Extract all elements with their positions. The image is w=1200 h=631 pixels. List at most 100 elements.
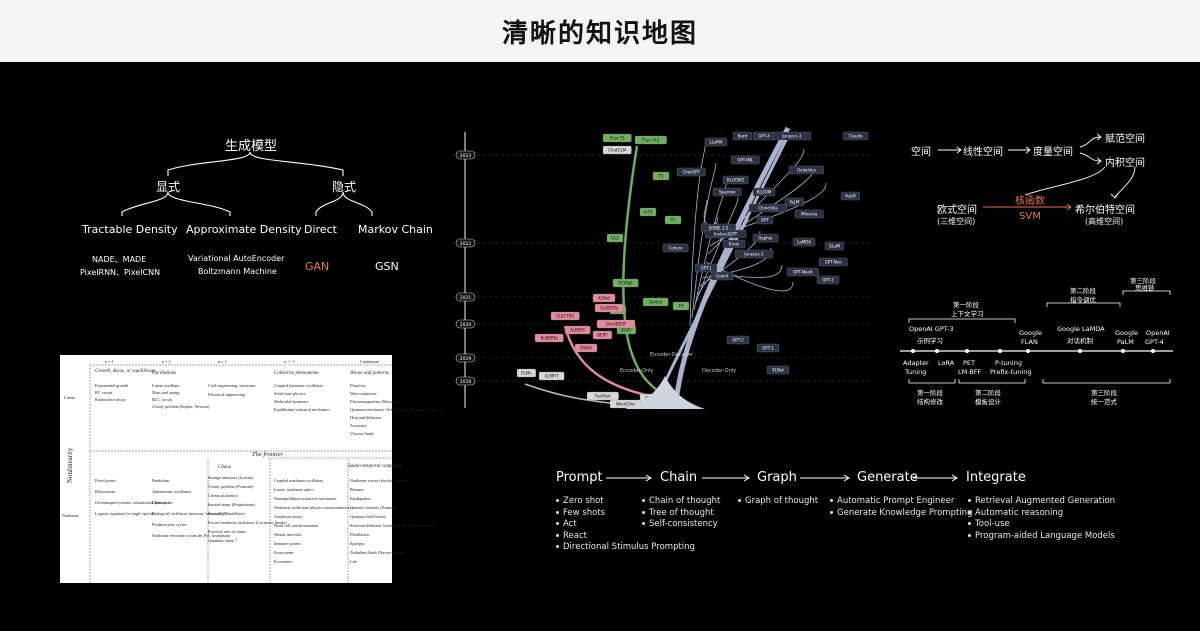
model-box-blue (676, 167, 706, 177)
bullet-icon (968, 522, 971, 525)
inner-space-label: 内积空间 (1105, 158, 1145, 169)
decoder-only-label: Decoder-Only (702, 368, 736, 374)
model-box-pink-label: XLNet (598, 296, 610, 301)
chain-item: Tree of thought (642, 508, 714, 518)
model-box-blue (818, 257, 848, 267)
tl-lora: LoRA (938, 359, 955, 367)
model-box-blue-label: PaLM (845, 194, 856, 199)
model-box-blue (694, 263, 718, 273)
tl-stage2-top-a: 第二阶段 (1070, 287, 1096, 295)
model-box-blue-label: ChatGPT (683, 170, 701, 175)
model-box-grey-label: FastText (595, 394, 612, 399)
model-box-grey-label: Word2Vec (616, 402, 636, 407)
model-box-blue (752, 187, 776, 197)
table-cell: Pendulum (152, 478, 169, 483)
model-box-blue (816, 275, 840, 285)
table-cell: Fixed points (95, 478, 116, 483)
tree-svg: 202320222021202020192018Encoder-OnlyEnco… (455, 126, 870, 409)
chain-item: Chain of thought (642, 496, 720, 506)
model-box-grey-label: ChatGLM (608, 148, 627, 153)
year-label: 2018 (460, 379, 472, 385)
encoder-decoder-branch (622, 145, 666, 398)
column-header: n >> 1 (284, 359, 296, 364)
model-box-pink-label: ERNIE (580, 346, 592, 351)
prompt-item: Few shots (556, 508, 605, 518)
table-cell: Iterated maps (Feigenbaum) (208, 502, 256, 507)
table-cell: RLC circuit (152, 397, 172, 402)
prompt-item-label: Directional Stimulus Prompting (563, 542, 695, 552)
model-box-green (634, 135, 667, 145)
tl-stage3-bottom-a: 第三阶段 (1091, 389, 1117, 397)
tl-model-palm-b: PaLM (1117, 338, 1134, 346)
implicit-label: 隐式 (332, 180, 357, 194)
integrate-item-label: Retrieval Augmented Generation (975, 496, 1116, 506)
kernel-space-map: 空间 线性空间 度量空间 赋范空间 内积空间 欧式空间 (三维空间) 核函数 S… (905, 125, 1175, 235)
bullet-icon (642, 499, 645, 502)
chain-item-label: Self-consistency (649, 519, 718, 529)
model-box-blue (704, 137, 728, 147)
decoder-subbranch (689, 145, 706, 327)
tractable-example-2: PixelRNN、PixelCNN (80, 268, 161, 277)
model-box-grey (516, 368, 536, 378)
model-box-blue-label: GPT-4 (758, 134, 770, 139)
table-cell: Molecular dynamics (274, 399, 309, 404)
header-chaos: Chaos (218, 465, 231, 470)
generative-models-map: 生成模型 显式 隐式 Tractable Density Approximate… (60, 120, 433, 290)
table-cell: Equilibrium statistical mechanics (274, 407, 330, 412)
bullet-icon (556, 522, 559, 525)
table-cell: Coupled harmonic oscillators (274, 383, 324, 388)
model-box-blue (784, 197, 804, 207)
table-cell: Limit cycles (152, 500, 173, 505)
approx-example-2: Boltzmann Machine (198, 267, 277, 276)
model-box-green-label: Switch (649, 300, 663, 305)
integrate-item: Automatic reasoning (968, 508, 1063, 518)
model-box-blue-label: YaLM (788, 200, 800, 205)
year-label: 2023 (460, 153, 472, 159)
timeline-lines (900, 290, 1173, 384)
tractable-density: Tractable Density (82, 223, 178, 236)
model-box-blue (726, 335, 750, 345)
model-box-green (612, 278, 639, 288)
table-cell: Linear oscillator (152, 383, 180, 388)
model-box-pink-label: ALBERT (570, 328, 586, 333)
model-box-blue (766, 365, 790, 375)
model-box-blue-label: OPT (761, 218, 770, 223)
model-box-blue-label: OPT-IML (737, 158, 754, 163)
model-box-blue (756, 215, 774, 225)
table-cell: Logistic equation for single species (95, 511, 155, 516)
tl-model-gpt3-a: OpenAI GPT-3 (909, 325, 954, 333)
graph-item-label: Graph of thought (745, 496, 819, 506)
model-box-blue-label: Claude (849, 134, 863, 139)
table-cell: Life (350, 559, 357, 564)
model-box-green (664, 215, 682, 225)
model-box-blue (748, 203, 788, 213)
model-box-grey-label: ULMFiT (545, 374, 560, 379)
generate-item-label: Generate Knowledge Prompting (837, 507, 973, 518)
model-box-blue (756, 343, 780, 353)
model-box-blue (730, 155, 760, 165)
model-box-blue (842, 131, 869, 141)
table-cell: 2-body problem (Kepler, Newton) (152, 404, 210, 409)
tl-model-gpt3-b: 示例学习 (917, 337, 943, 345)
table-cell: Strange attractors (Lorenz) (208, 475, 254, 480)
model-box-blue-label: LaMDA (797, 240, 811, 245)
table-grid (89, 364, 392, 583)
table-cell: Elasticity (350, 383, 366, 388)
svm-label: SVM (1019, 211, 1041, 222)
table-cell: Civil engineering, structures (208, 383, 256, 388)
model-box-pink (592, 330, 612, 340)
bullet-icon (556, 545, 559, 548)
model-box-pink (534, 333, 564, 343)
column-header: n = 1 (105, 359, 114, 364)
prompt-item: Zero shot (556, 496, 604, 506)
tl-adapter-b: Tuning (905, 368, 927, 376)
bullet-icon (830, 510, 833, 514)
chain-item: Self-consistency (642, 519, 718, 529)
tl-pet-a: PET (963, 359, 975, 367)
table-cell: General relativity (Einstein) (350, 505, 397, 510)
model-box-blue-label: Jurassic-1 (743, 252, 764, 257)
model-box-blue-label: CodeX (716, 274, 729, 279)
model-box-grey (602, 145, 632, 155)
graph-item: Graph of thought (738, 496, 818, 506)
tl-stage3-top-b: 思维链 (1135, 284, 1155, 292)
